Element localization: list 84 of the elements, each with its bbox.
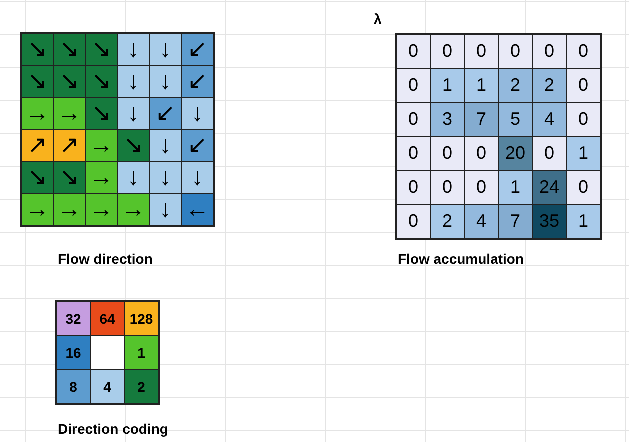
lambda-symbol: λ (374, 11, 382, 27)
flow-direction-cell: ↙ (150, 98, 181, 129)
flow-accumulation-cell: 35 (533, 205, 566, 238)
flow-accumulation-cell: 7 (499, 205, 532, 238)
flow-accumulation-cell: 0 (567, 171, 600, 204)
flow-accumulation-cell: 2 (533, 69, 566, 102)
flow-direction-cell: ↘ (54, 34, 85, 65)
flow-accumulation-cell: 0 (431, 35, 464, 68)
flow-direction-cell: → (86, 130, 117, 161)
direction-coding-cell: 1 (125, 336, 158, 369)
flow-direction-cell: ↘ (54, 162, 85, 193)
flow-accumulation-cell: 24 (533, 171, 566, 204)
direction-coding-cell: 32 (57, 302, 90, 335)
chart-caption: Flow accumulation (398, 251, 524, 267)
flow-direction-cell: ↓ (150, 194, 181, 225)
flow-accumulation-cell: 2 (431, 205, 464, 238)
flow-direction-cell: ↘ (118, 130, 149, 161)
flow-direction-cell: ↓ (150, 66, 181, 97)
flow-accumulation-cell: 4 (465, 205, 498, 238)
flow-accumulation-cell: 4 (533, 103, 566, 136)
direction-coding-cell: 128 (125, 302, 158, 335)
flow-direction-cell: ↓ (118, 162, 149, 193)
direction-coding-cell: 2 (125, 370, 158, 403)
flow-accumulation-cell: 0 (533, 35, 566, 68)
flow-direction-cell: ↓ (118, 98, 149, 129)
flow-direction-cell: → (22, 194, 53, 225)
direction-coding-cell: 4 (91, 370, 124, 403)
flow-accumulation-cell: 0 (431, 137, 464, 170)
direction-coding-cell: 64 (91, 302, 124, 335)
flow-accumulation-cell: 1 (567, 137, 600, 170)
flow-accumulation-cell: 1 (431, 69, 464, 102)
flow-direction-cell: ↘ (86, 34, 117, 65)
flow-direction-cell: ↙ (182, 34, 213, 65)
direction-coding-cell: 16 (57, 336, 90, 369)
flow-accumulation-cell: 0 (465, 35, 498, 68)
flow-direction-cell: ↓ (182, 98, 213, 129)
flow-direction-cell: → (86, 162, 117, 193)
direction-coding-cell: 8 (57, 370, 90, 403)
flow-direction-cell: ↗ (54, 130, 85, 161)
chart-caption: Flow direction (58, 251, 153, 267)
flow-accumulation-cell: 1 (465, 69, 498, 102)
flow-direction-cell: ↓ (118, 34, 149, 65)
flow-accumulation-cell: 0 (567, 69, 600, 102)
flow-accumulation-cell: 7 (465, 103, 498, 136)
flow-direction-cell: ↘ (22, 34, 53, 65)
flow-direction-cell: ↙ (182, 66, 213, 97)
flow-accumulation-cell: 2 (499, 69, 532, 102)
flow-direction-cell: ↘ (86, 66, 117, 97)
chart-caption: Direction coding (58, 421, 168, 437)
flow-accumulation-cell: 0 (397, 171, 430, 204)
flow-direction-cell: ↓ (150, 130, 181, 161)
flow-direction-cell: ↙ (182, 130, 213, 161)
flow-accumulation-cell: 0 (499, 35, 532, 68)
flow-direction-cell: ↘ (22, 66, 53, 97)
flow-direction-cell: ↓ (150, 34, 181, 65)
flow-accumulation-cell: 1 (567, 205, 600, 238)
flow-accumulation-cell: 0 (397, 137, 430, 170)
flow-direction-cell: → (54, 98, 85, 129)
flow-accumulation-cell: 5 (499, 103, 532, 136)
flow-accumulation-cell: 20 (499, 137, 532, 170)
flow-direction-cell: ↘ (86, 98, 117, 129)
flow-direction-cell: → (86, 194, 117, 225)
flow-direction-cell: ↗ (22, 130, 53, 161)
flow-accumulation-cell: 0 (567, 103, 600, 136)
flow-direction-cell: ↘ (54, 66, 85, 97)
flow-direction-cell: → (22, 98, 53, 129)
flow-direction-cell: ↓ (150, 162, 181, 193)
flow-direction-cell: → (54, 194, 85, 225)
flow-accumulation-cell: 0 (533, 137, 566, 170)
flow-accumulation-cell: 0 (465, 171, 498, 204)
flow-accumulation-cell: 0 (567, 35, 600, 68)
flow-direction-cell: ↓ (182, 162, 213, 193)
flow-accumulation-cell: 0 (397, 205, 430, 238)
flow-accumulation-cell: 0 (397, 35, 430, 68)
flow-accumulation-cell: 0 (397, 69, 430, 102)
flow-accumulation-cell: 3 (431, 103, 464, 136)
flow-accumulation-cell: 0 (431, 171, 464, 204)
flow-direction-cell: → (118, 194, 149, 225)
flow-accumulation-cell: 0 (397, 103, 430, 136)
flow-direction-cell: ↘ (22, 162, 53, 193)
flow-direction-cell: ↓ (118, 66, 149, 97)
flow-direction-cell: ← (182, 194, 213, 225)
flow-accumulation-cell: 0 (465, 137, 498, 170)
flow-accumulation-cell: 1 (499, 171, 532, 204)
